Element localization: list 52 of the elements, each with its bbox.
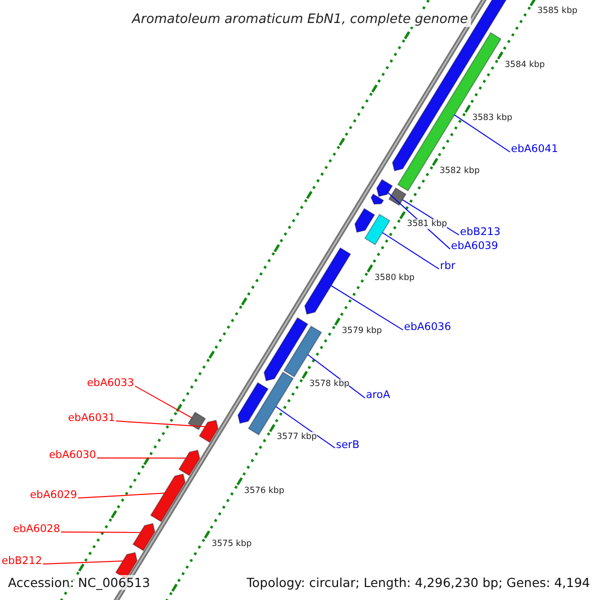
gene-segment <box>283 326 322 378</box>
gene-label: rbr <box>440 260 456 272</box>
scale-label: 3578 kbp <box>309 379 350 390</box>
gene-segment <box>178 450 200 476</box>
gene-segment <box>364 214 390 246</box>
gene-block <box>188 412 206 430</box>
gene-label: ebA6039 <box>451 240 498 252</box>
scale-label: 3585 kbp <box>537 6 578 16</box>
gene-label: ebA6029 <box>30 489 77 501</box>
scale-label: 3583 kbp <box>472 112 512 123</box>
leader-line <box>454 114 510 152</box>
leader-line <box>78 492 165 498</box>
gene-segment <box>264 317 308 382</box>
scale-label: 3577 kbp <box>276 432 317 442</box>
gene-segment <box>237 382 269 424</box>
gene-segment <box>150 474 186 522</box>
gene-segment <box>376 178 393 197</box>
gene-segment <box>370 193 384 205</box>
gene-label: serB <box>336 439 360 451</box>
gene-label: aroA <box>366 389 390 401</box>
leader-line <box>60 532 141 533</box>
leader-line <box>330 285 404 330</box>
gene-label: ebB213 <box>460 226 500 238</box>
gene-label: ebA6033 <box>86 377 134 389</box>
scale-label: 3579 kbp <box>342 326 382 336</box>
gene-segment <box>304 247 352 315</box>
gene-label: ebB212 <box>2 555 42 567</box>
gene-segment <box>132 523 156 552</box>
genome-summary-note: Topology: circular; Length: 4,296,230 bp; Genes: 4,194 <box>246 575 590 590</box>
leader-line <box>96 458 186 459</box>
gene-label: ebA6041 <box>511 143 558 155</box>
scale-label: 3580 kbp <box>374 272 415 283</box>
gene-label: ebA6028 <box>12 523 60 535</box>
title: Aromatoleum aromaticum EbN1, complete genome <box>129 12 471 27</box>
scale-label: 3584 kbp <box>504 60 545 70</box>
leader-line <box>307 354 366 398</box>
scale-label: 3581 kbp <box>407 219 448 230</box>
leader-line <box>42 560 124 564</box>
gene-block <box>388 187 407 206</box>
gene-segment <box>198 420 219 443</box>
gene-segment <box>354 208 376 233</box>
gene-label: ebA6031 <box>68 412 115 424</box>
gene-label: ebA6036 <box>404 321 452 333</box>
gene-label: ebA6030 <box>48 449 96 461</box>
leader-line <box>275 406 336 448</box>
accession-note: Accession: NC_006513 <box>8 575 150 590</box>
leader-line <box>134 386 192 418</box>
leader-line <box>116 420 206 428</box>
leader-line <box>382 232 440 270</box>
scale-label: 3576 kbp <box>244 486 284 496</box>
scale-label: 3575 kbp <box>212 538 252 549</box>
scale-label: 3582 kbp <box>440 166 480 176</box>
